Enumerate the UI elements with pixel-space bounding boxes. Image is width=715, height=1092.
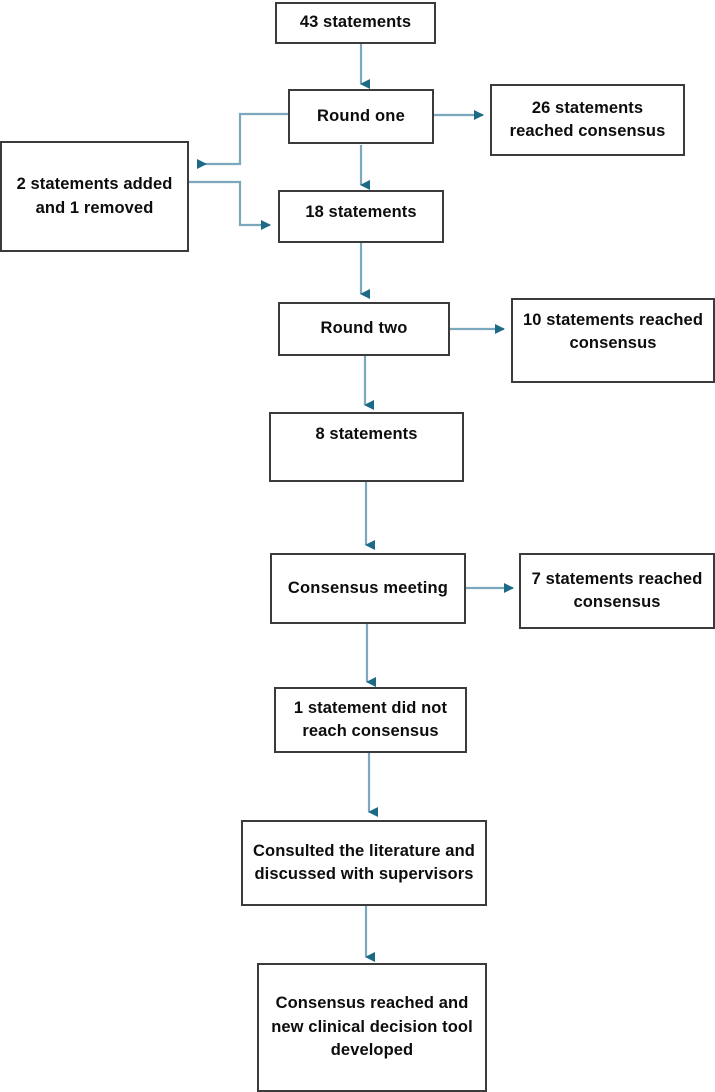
node-43-statements[interactable]: 43 statements (275, 2, 436, 44)
edge-added-removed-to-18-statements (188, 180, 271, 230)
node-label: 43 statements (299, 13, 412, 32)
node-label: 1 statement did not reach consensus (293, 698, 448, 740)
node-label: Round one (317, 106, 405, 125)
node-label: Consulted the literature and discussed w… (253, 841, 475, 883)
node-18-statements[interactable]: 18 statements (278, 190, 444, 243)
node-consensus-meeting[interactable]: Consensus meeting (270, 553, 466, 624)
node-label: 18 statements (305, 203, 417, 221)
node-label: 2 statements added and 1 removed (16, 175, 173, 217)
edge-round-one-to-added-removed (197, 112, 288, 169)
node-label: Consensus reached and new clinical decis… (271, 994, 473, 1060)
node-10-statements-reached-consensus[interactable]: 10 statements reached consensus (511, 298, 715, 383)
node-consulted-the-literature[interactable]: Consulted the literature and discussed w… (241, 820, 487, 906)
node-label: 10 statements reached consensus (522, 311, 704, 353)
node-1-statement-did-not-reach-consensus[interactable]: 1 statement did not reach consensus (274, 687, 467, 753)
node-label: Round two (320, 319, 408, 338)
node-round-two[interactable]: Round two (278, 302, 450, 356)
node-label: 7 statements reached consensus (531, 569, 703, 611)
node-consensus-reached-tool-developed[interactable]: Consensus reached and new clinical decis… (257, 963, 487, 1092)
node-7-statements-reached-consensus[interactable]: 7 statements reached consensus (519, 553, 715, 629)
node-label: 8 statements (315, 425, 418, 443)
node-8-statements[interactable]: 8 statements (269, 412, 464, 482)
node-26-statements-reached-consensus[interactable]: 26 statements reached consensus (490, 84, 685, 156)
node-label: 26 statements reached consensus (509, 98, 666, 140)
node-label: Consensus meeting (287, 578, 449, 597)
node-round-one[interactable]: Round one (288, 89, 434, 144)
node-2-statements-added-1-removed[interactable]: 2 statements added and 1 removed (0, 141, 189, 252)
